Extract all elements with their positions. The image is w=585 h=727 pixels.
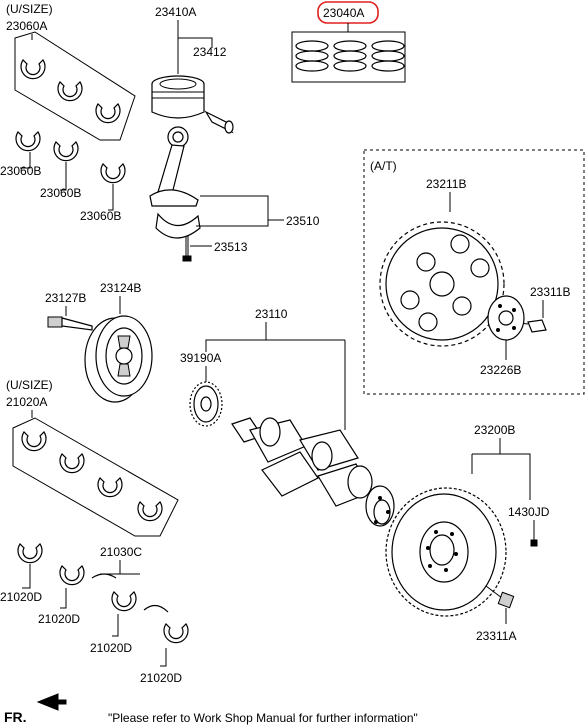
piston-ring-set[interactable] xyxy=(295,40,405,72)
part-21020D-label-2[interactable]: 21020D xyxy=(38,612,80,626)
crankshaft-pulley[interactable] xyxy=(84,315,153,403)
part-21030C-label[interactable]: 21030C xyxy=(100,545,142,559)
part-21020D-label-1[interactable]: 21020D xyxy=(0,590,42,604)
lower-main-bearing-1[interactable] xyxy=(17,543,43,564)
at-section-box xyxy=(363,149,585,395)
part-23513-label[interactable]: 23513 xyxy=(214,240,248,254)
lower-main-bearing-3[interactable] xyxy=(111,591,137,612)
pulley-bolt[interactable] xyxy=(47,316,93,331)
part-23226B-label[interactable]: 23226B xyxy=(480,363,521,377)
usize-top-label: (U/SIZE) xyxy=(6,2,53,16)
part-23060B-label-1[interactable]: 23060B xyxy=(0,164,41,178)
part-21020D-label-4[interactable]: 21020D xyxy=(140,671,182,685)
lower-bearing-1[interactable] xyxy=(15,131,41,152)
main-bearing-set[interactable] xyxy=(12,417,179,537)
front-direction-label: FR. xyxy=(4,709,27,725)
rod-bolt[interactable] xyxy=(182,236,192,262)
drive-plate[interactable] xyxy=(379,221,505,347)
connecting-rod[interactable] xyxy=(149,126,201,239)
part-21020A-label[interactable]: 21020A xyxy=(6,395,47,409)
lower-bearing-3[interactable] xyxy=(100,163,126,184)
flywheel-bolt[interactable] xyxy=(485,585,515,609)
part-23412-label[interactable]: 23412 xyxy=(193,45,227,59)
part-23060B-label-3[interactable]: 23060B xyxy=(80,209,121,223)
part-23510-label[interactable]: 23510 xyxy=(286,214,320,228)
part-23060B-label-2[interactable]: 23060B xyxy=(40,186,81,200)
part-23040A-label[interactable]: 23040A xyxy=(323,6,364,20)
part-23200B-label[interactable]: 23200B xyxy=(474,423,515,437)
front-arrow-icon xyxy=(36,693,67,711)
crankshaft[interactable] xyxy=(231,417,395,527)
part-23124B-label[interactable]: 23124B xyxy=(100,281,141,295)
part-23311A-label[interactable]: 23311A xyxy=(476,629,516,643)
flywheel[interactable] xyxy=(385,487,507,617)
thrust-washers[interactable] xyxy=(91,573,169,613)
part-23211B-label[interactable]: 23211B xyxy=(426,177,466,191)
part-1430JD-label[interactable]: 1430JD xyxy=(508,505,550,519)
part-21020D-label-3[interactable]: 21020D xyxy=(90,641,132,655)
lower-main-bearing-4[interactable] xyxy=(163,623,189,644)
piston[interactable] xyxy=(151,75,205,119)
piston-pin[interactable] xyxy=(204,110,234,134)
adapter-plate[interactable] xyxy=(487,295,525,341)
part-23410A-label[interactable]: 23410A xyxy=(155,5,196,19)
part-23311B-label[interactable]: 23311B xyxy=(530,285,570,299)
part-23127B-label[interactable]: 23127B xyxy=(45,291,86,305)
usize-bottom-label: (U/SIZE) xyxy=(6,378,53,392)
lower-main-bearing-2[interactable] xyxy=(59,565,85,586)
dowel-pin[interactable] xyxy=(530,539,538,547)
part-23110-label[interactable]: 23110 xyxy=(255,307,288,321)
part-23060A-label[interactable]: 23060A xyxy=(6,19,47,33)
workshop-manual-note: "Please refer to Work Shop Manual for fu… xyxy=(108,711,418,725)
part-39190A-label[interactable]: 39190A xyxy=(180,351,221,365)
upper-bearing-set[interactable] xyxy=(14,31,136,141)
crankshaft-sprocket[interactable] xyxy=(189,381,223,427)
at-label: (A/T) xyxy=(370,159,397,173)
lower-bearing-2[interactable] xyxy=(53,141,79,162)
